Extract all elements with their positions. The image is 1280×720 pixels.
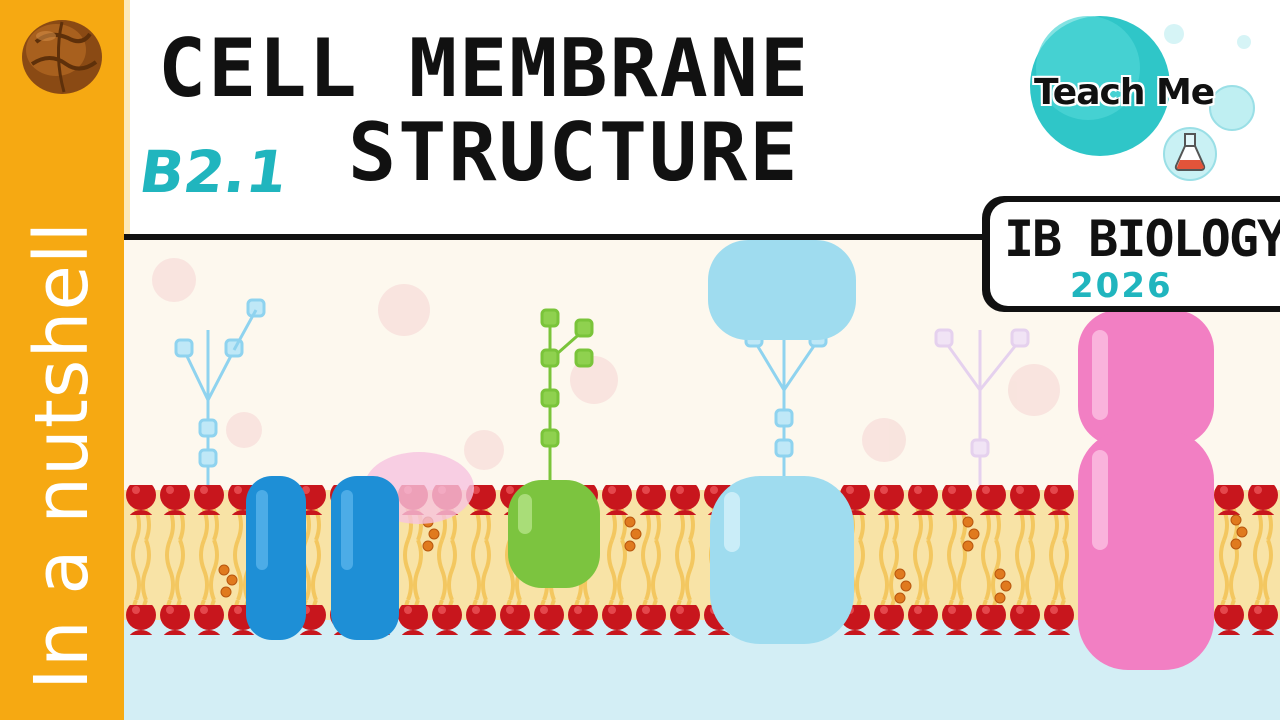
page-title-line2: STRUCTURE <box>348 106 800 199</box>
page-title-line1: CELL MEMBRANE <box>158 22 811 115</box>
flask-icon <box>1163 127 1217 181</box>
badge-title: IB BIOLOGY <box>1004 210 1280 268</box>
topic-code: B2.1 <box>135 138 292 206</box>
sidebar <box>0 0 124 720</box>
badge-panel <box>990 202 1280 306</box>
walnut-icon <box>22 20 102 94</box>
brand-name: Teach Me <box>1034 72 1215 113</box>
teach-me-logo <box>1030 16 1255 156</box>
membrane-illustration <box>124 240 1280 720</box>
sidebar-label: In a nutshell <box>19 220 105 690</box>
header-divider <box>124 234 1280 240</box>
badge-year: 2026 <box>1070 266 1173 306</box>
